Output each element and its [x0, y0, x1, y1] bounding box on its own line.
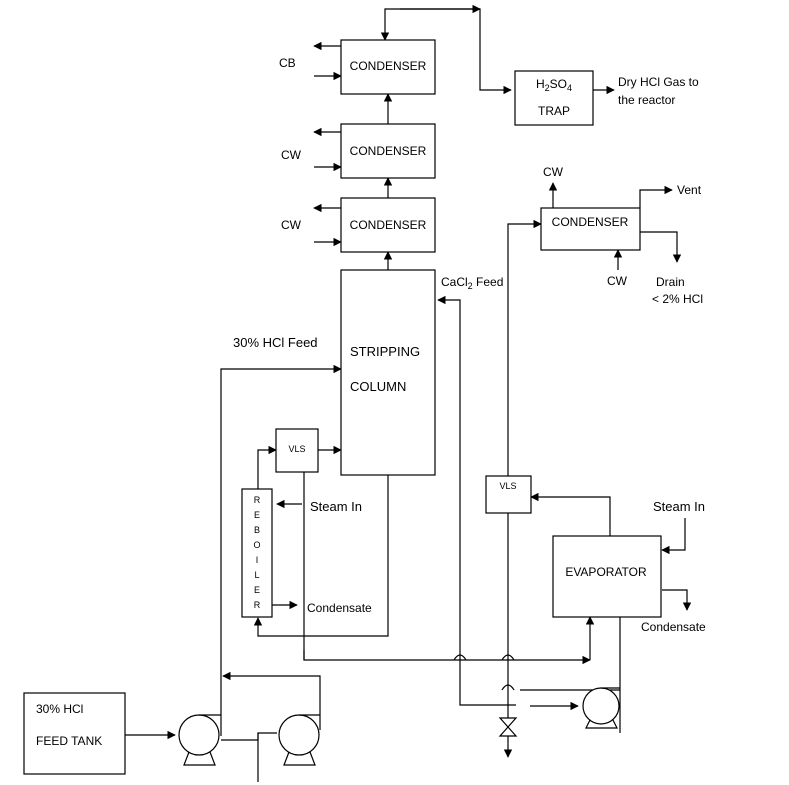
dry-hcl-label-1: Dry HCl Gas to — [618, 75, 699, 89]
cw-low-label: CW — [281, 218, 302, 232]
feed-tank-label-2: FEED TANK — [36, 734, 102, 748]
drain-line — [640, 231, 682, 263]
cw-mid-label: CW — [281, 148, 302, 162]
reboiler-letter: O — [253, 540, 260, 550]
condenser-top-label: CONDENSER — [350, 59, 427, 73]
steam-in-right-label: Steam In — [653, 499, 705, 514]
condenser-right-label: CONDENSER — [552, 215, 629, 229]
hcl-feed-label: 30% HCl Feed — [233, 335, 318, 350]
drain-label-1: Drain — [656, 275, 685, 289]
hcl-feed-line — [220, 364, 342, 720]
reboiler-letter: B — [254, 525, 260, 535]
condensate-right — [662, 589, 692, 611]
cacl2-feed-line — [437, 295, 516, 706]
pipe-crossovers — [453, 654, 515, 691]
reboiler-letter: I — [256, 555, 259, 565]
vls-left: VLS — [275, 428, 319, 473]
pump-3-icon — [582, 687, 620, 729]
pump2-recirc — [222, 671, 321, 730]
reboiler: R E B O I L E R — [241, 488, 273, 618]
column-label-1: STRIPPING — [350, 344, 420, 359]
piping — [125, 4, 692, 782]
trap-label: TRAP — [538, 104, 570, 118]
condenser-mid: CONDENSER — [340, 123, 436, 179]
feed-tank-label-1: 30% HCl — [36, 702, 83, 716]
reboiler-letter: E — [254, 585, 260, 595]
trap-formula: H2SO4 — [536, 77, 572, 93]
reboiler-letter: L — [254, 570, 259, 580]
reboiler-letter: R — [254, 600, 261, 610]
cacl2-feed-label: CaCl2 Feed — [441, 275, 503, 291]
evap-vapor — [530, 492, 611, 536]
reboiler-letter: E — [254, 510, 260, 520]
stripping-column: STRIPPING COLUMN — [340, 269, 436, 476]
evaporator: EVAPORATOR — [552, 535, 662, 618]
vent-label: Vent — [677, 183, 702, 197]
pump-1-icon — [178, 714, 221, 766]
vls-right-label: VLS — [499, 481, 516, 491]
vls-left-label: VLS — [288, 444, 305, 454]
dry-hcl-label-2: the reactor — [618, 93, 675, 107]
cw-right-top-label: CW — [543, 165, 564, 179]
cb-label: CB — [279, 56, 296, 70]
steam-in-right — [661, 518, 686, 555]
valve-icon — [498, 717, 518, 737]
vls-right-vapor — [507, 219, 542, 476]
condensate-left-label: Condensate — [307, 601, 372, 615]
condensate-right-label: Condensate — [641, 620, 706, 634]
h2so4-trap: H2SO4 TRAP — [514, 70, 594, 126]
column-bottoms — [253, 475, 389, 637]
evaporator-label: EVAPORATOR — [565, 565, 647, 579]
vent-line — [639, 185, 673, 208]
vls-right: VLS — [485, 475, 532, 514]
drain-label-2: < 2% HCl — [652, 292, 703, 306]
condenser-low: CONDENSER — [340, 197, 436, 253]
reboiler-to-vls — [257, 445, 277, 489]
condenser-mid-label: CONDENSER — [350, 144, 427, 158]
reboiler-letter: R — [254, 495, 261, 505]
feed-tank: 30% HCl FEED TANK — [23, 692, 126, 775]
steam-in-left-label: Steam In — [310, 499, 362, 514]
stream-labels: CB CW CW CW CW Dry HCl Gas to the reacto… — [233, 56, 706, 634]
cw-right-bottom-label: CW — [607, 274, 628, 288]
pump1-to-pump2 — [221, 732, 277, 741]
column-label-2: COLUMN — [350, 379, 406, 394]
pump-2-icon — [278, 714, 320, 766]
condenser-right: CONDENSER — [540, 207, 641, 251]
condenser-top: CONDENSER — [340, 39, 436, 95]
condenser-low-label: CONDENSER — [350, 218, 427, 232]
